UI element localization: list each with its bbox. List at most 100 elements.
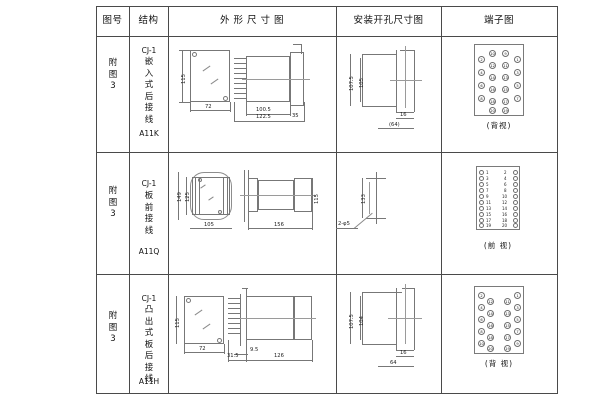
terminal-hole-l5[interactable] xyxy=(479,194,484,199)
terminal-hole-r3[interactable] xyxy=(513,182,518,187)
terminal-hole-r7[interactable] xyxy=(513,206,518,211)
terminal-15[interactable]: 15 xyxy=(504,322,511,329)
terminal-10[interactable]: 10 xyxy=(489,50,496,57)
structure-char: 板 xyxy=(144,339,154,350)
cutout-edge-bottom2 xyxy=(396,112,414,113)
terminal-12[interactable]: 12 xyxy=(489,62,496,69)
terminal-13[interactable]: 13 xyxy=(504,310,511,317)
terminal-10[interactable]: 10 xyxy=(478,340,485,347)
terminal-1[interactable]: 1 xyxy=(514,56,521,63)
terminal-11[interactable]: 11 xyxy=(504,298,511,305)
terminal-19[interactable]: 19 xyxy=(502,107,509,114)
dim-line-1075 xyxy=(350,292,351,344)
terminal-17[interactable]: 17 xyxy=(504,334,511,341)
front-view-body xyxy=(184,296,224,344)
terminal-5[interactable]: 5 xyxy=(514,82,521,89)
table-border-right xyxy=(557,6,558,394)
dim-mount-1075: 107.5 xyxy=(349,314,355,329)
row-3-view-label: (背 视) xyxy=(484,359,514,368)
terminal-14[interactable]: 14 xyxy=(487,310,494,317)
ext-line xyxy=(224,344,225,354)
pin xyxy=(234,98,246,99)
terminal-hole-l4[interactable] xyxy=(479,188,484,193)
terminal-16[interactable]: 16 xyxy=(489,86,496,93)
pin xyxy=(234,88,246,89)
dim-line xyxy=(234,121,304,122)
terminal-6[interactable]: 6 xyxy=(478,316,485,323)
terminal-4[interactable]: 4 xyxy=(478,304,485,311)
terminal-hole-r9[interactable] xyxy=(513,218,518,223)
terminal-13[interactable]: 13 xyxy=(502,74,509,81)
fig-char: 3 xyxy=(110,81,116,91)
row-2-fig-no: 附 图 3 xyxy=(105,186,121,221)
terminal-19[interactable]: 19 xyxy=(504,345,511,352)
terminal-hole-r10[interactable] xyxy=(513,223,518,228)
dim-mount-64: (64) xyxy=(389,122,400,128)
cutout-edge-bottom xyxy=(362,344,396,345)
terminal-8[interactable]: 8 xyxy=(478,95,485,102)
terminal-label-7: 7 xyxy=(486,188,489,193)
structure-char: 凸 xyxy=(144,305,154,315)
terminal-9[interactable]: 9 xyxy=(514,340,521,347)
pin xyxy=(234,63,246,64)
terminal-2[interactable]: 2 xyxy=(478,56,485,63)
terminal-hole-r1[interactable] xyxy=(513,170,518,175)
terminal-14[interactable]: 14 xyxy=(489,74,496,81)
terminal-2[interactable]: 2 xyxy=(478,292,485,299)
pin xyxy=(228,313,240,314)
terminal-20[interactable]: 20 xyxy=(487,345,494,352)
ext-line xyxy=(312,340,313,362)
terminal-hole-l9[interactable] xyxy=(479,218,484,223)
dim-line-104 xyxy=(360,296,361,340)
terminal-hole-r4[interactable] xyxy=(513,188,518,193)
terminal-hole-r8[interactable] xyxy=(513,212,518,217)
terminal-label-4: 4 xyxy=(504,176,507,181)
pin xyxy=(228,323,240,324)
terminal-7[interactable]: 7 xyxy=(514,95,521,102)
corner-hole-br xyxy=(217,338,222,343)
dim-line-133-ref xyxy=(376,178,377,218)
terminal-1[interactable]: 1 xyxy=(514,292,521,299)
terminal-hole-l10[interactable] xyxy=(479,223,484,228)
terminal-9[interactable]: 9 xyxy=(502,50,509,57)
pin xyxy=(228,328,240,329)
terminal-17[interactable]: 17 xyxy=(502,98,509,105)
terminal-4[interactable]: 4 xyxy=(478,69,485,76)
terminal-11[interactable]: 11 xyxy=(502,62,509,69)
terminal-hole-r5[interactable] xyxy=(513,194,518,199)
terminal-20[interactable]: 20 xyxy=(489,107,496,114)
dim-line-64 xyxy=(378,128,414,129)
terminal-hole-l6[interactable] xyxy=(479,200,484,205)
fig-char: 图 xyxy=(108,197,118,208)
terminal-7[interactable]: 7 xyxy=(514,328,521,335)
terminal-strip-right xyxy=(223,177,224,215)
ext-line xyxy=(228,340,229,362)
terminal-hole-l8[interactable] xyxy=(479,212,484,217)
terminal-8[interactable]: 8 xyxy=(478,328,485,335)
terminal-18[interactable]: 18 xyxy=(487,334,494,341)
terminal-hole-r2[interactable] xyxy=(513,176,518,181)
structure-char: 接 xyxy=(144,214,154,224)
terminal-16[interactable]: 16 xyxy=(487,322,494,329)
table-border-top xyxy=(96,6,558,7)
pin xyxy=(228,318,240,319)
terminal-3[interactable]: 3 xyxy=(514,69,521,76)
structure-char: 线 xyxy=(144,374,154,384)
terminal-hole-r6[interactable] xyxy=(513,200,518,205)
dim-front-125: 125 xyxy=(185,192,191,202)
dim-front-149: 149 xyxy=(177,192,183,202)
ext-line xyxy=(304,102,305,122)
terminal-3[interactable]: 3 xyxy=(514,304,521,311)
header-separator xyxy=(96,36,558,37)
terminal-18[interactable]: 18 xyxy=(489,98,496,105)
terminal-12[interactable]: 12 xyxy=(487,298,494,305)
terminal-label-17: 17 xyxy=(486,218,492,223)
terminal-hole-l7[interactable] xyxy=(479,206,484,211)
fig-char: 图 xyxy=(108,322,118,333)
terminal-hole-l2[interactable] xyxy=(479,176,484,181)
terminal-6[interactable]: 6 xyxy=(478,82,485,89)
terminal-15[interactable]: 15 xyxy=(502,86,509,93)
terminal-hole-l1[interactable] xyxy=(479,170,484,175)
terminal-5[interactable]: 5 xyxy=(514,316,521,323)
terminal-hole-l3[interactable] xyxy=(479,182,484,187)
